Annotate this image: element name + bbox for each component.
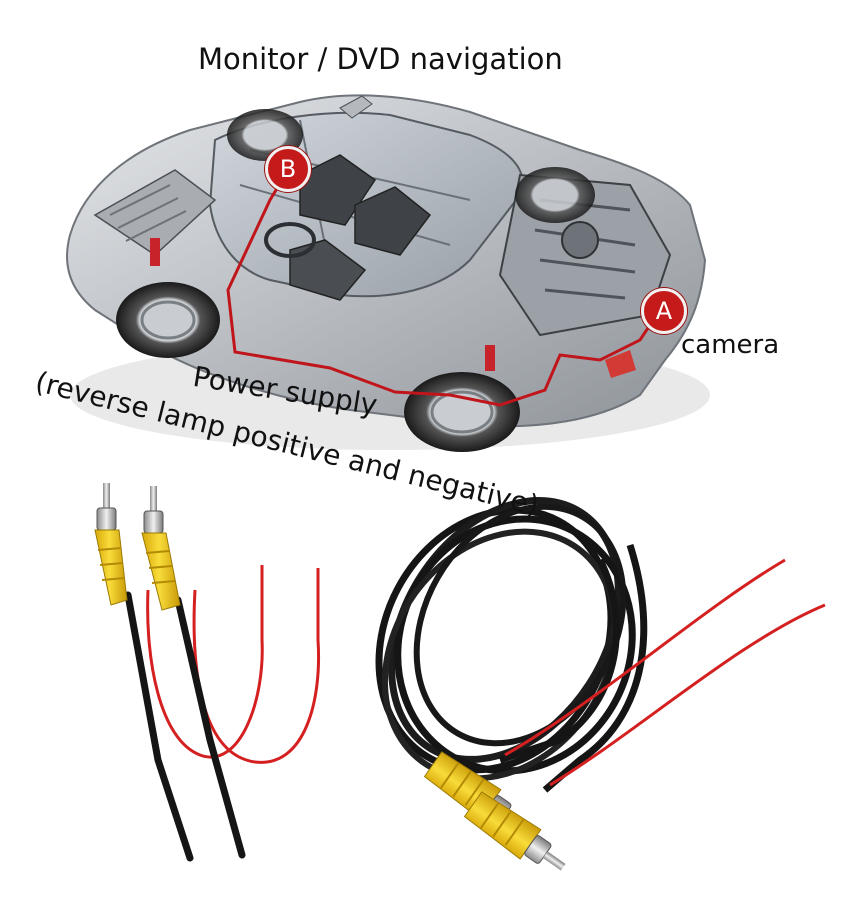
wire-route-line [226, 171, 662, 407]
wheel-rear-left [404, 372, 520, 452]
coiled-extension-cable [375, 497, 826, 871]
marker-a: A [641, 288, 687, 334]
marker-b: B [265, 146, 311, 192]
monitor-dvd-label: Monitor / DVD navigation [198, 42, 563, 76]
rca-plug-left-2 [141, 486, 181, 611]
camera-label: camera [681, 330, 780, 360]
wheel-front-left [116, 282, 220, 358]
rca-power-cable [94, 483, 321, 862]
car-cutaway-illustration [66, 94, 710, 452]
wheel-rear-right [515, 167, 595, 223]
rca-plug-left-1 [94, 483, 128, 606]
rca-plug-right-2 [463, 791, 566, 871]
